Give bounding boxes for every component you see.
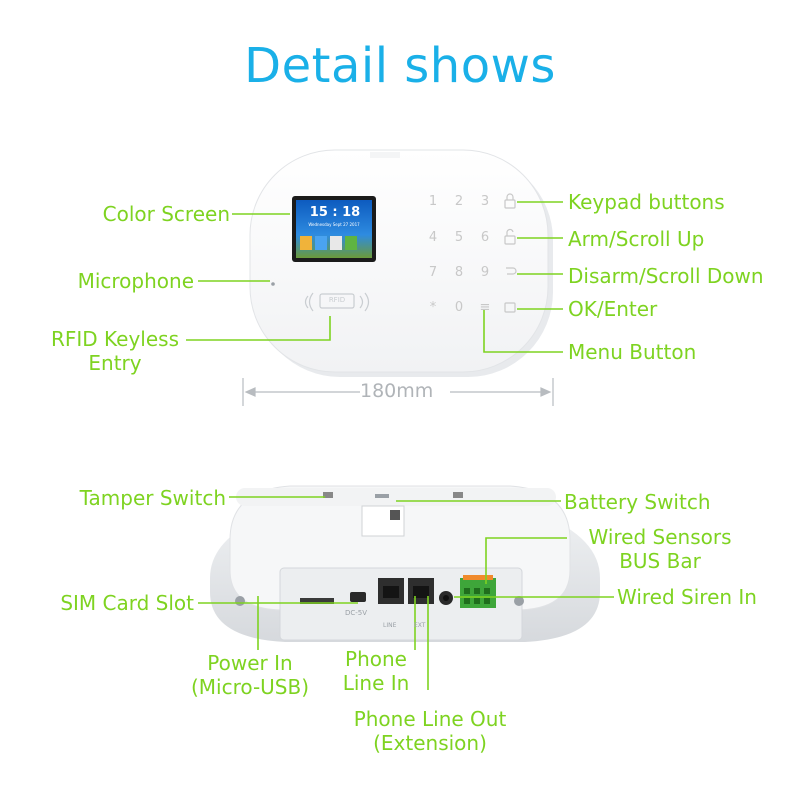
rfid-text: RFID bbox=[328, 296, 346, 304]
label-wired-siren-in: Wired Siren In bbox=[617, 585, 757, 609]
label-battery-switch: Battery Switch bbox=[564, 490, 711, 514]
label-wired-sensors-line2: BUS Bar bbox=[619, 549, 701, 573]
label-phone-in-line2: Line In bbox=[342, 671, 410, 695]
label-sim-card-slot: SIM Card Slot bbox=[60, 591, 194, 615]
top-panel bbox=[249, 149, 553, 377]
keypad-key[interactable]: 0 bbox=[454, 300, 464, 315]
keypad-key[interactable]: 9 bbox=[480, 265, 490, 280]
screen-time: 15 : 18 bbox=[309, 205, 361, 220]
dimension-label: 180mm bbox=[360, 380, 434, 402]
label-phone-out-line2: (Extension) bbox=[373, 731, 487, 755]
screen-date: Wednesday Sept 27 2017 bbox=[308, 222, 360, 227]
label-microphone: Microphone bbox=[77, 269, 194, 293]
label-power-in-line1: Power In bbox=[207, 651, 293, 675]
label-color-screen: Color Screen bbox=[102, 202, 230, 226]
page-title: Detail shows bbox=[244, 38, 556, 94]
keypad-key[interactable]: * bbox=[429, 300, 437, 315]
keypad-key[interactable]: 1 bbox=[428, 194, 438, 209]
label-menu-button: Menu Button bbox=[568, 340, 697, 364]
microphone-hole bbox=[271, 282, 275, 286]
keypad-key[interactable]: 7 bbox=[428, 265, 438, 280]
label-arm-scroll-up: Arm/Scroll Up bbox=[568, 227, 705, 251]
color-screen bbox=[292, 196, 376, 262]
label-power-in-line2: (Micro-USB) bbox=[190, 675, 310, 699]
label-keypad-buttons: Keypad buttons bbox=[568, 190, 725, 214]
label-phone-out-line1: Phone Line Out bbox=[353, 707, 507, 731]
label-tamper-switch: Tamper Switch bbox=[79, 486, 226, 510]
keypad-key[interactable]: 5 bbox=[454, 230, 464, 245]
keypad-key[interactable]: 3 bbox=[480, 194, 490, 209]
keypad-key[interactable]: 8 bbox=[454, 265, 464, 280]
dimension-line bbox=[242, 378, 554, 406]
label-phone-in-line1: Phone bbox=[345, 647, 407, 671]
port-label-line: LINE bbox=[383, 622, 397, 629]
rfid-icon bbox=[304, 292, 370, 312]
bottom-panel bbox=[210, 485, 600, 642]
keypad-key[interactable]: 4 bbox=[428, 230, 438, 245]
label-wired-sensors-line1: Wired Sensors bbox=[588, 525, 732, 549]
leader-lines bbox=[186, 201, 614, 690]
keypad-side-icons bbox=[504, 193, 517, 313]
keypad-key[interactable]: 6 bbox=[480, 230, 490, 245]
label-rfid-line2: Entry bbox=[88, 351, 142, 375]
keypad-key[interactable]: ≡ bbox=[479, 300, 491, 315]
label-ok-enter: OK/Enter bbox=[568, 297, 658, 321]
port-label-ext: EXT bbox=[414, 622, 426, 629]
label-rfid-line1: RFID Keyless bbox=[50, 327, 180, 351]
keypad-key[interactable]: 2 bbox=[454, 194, 464, 209]
port-label-dc: DC-5V bbox=[345, 609, 368, 617]
label-disarm-scroll-down: Disarm/Scroll Down bbox=[568, 264, 764, 288]
